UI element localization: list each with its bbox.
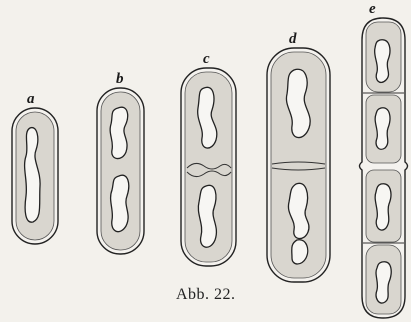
cell-a <box>12 108 58 244</box>
cell-e <box>360 18 408 318</box>
figure-caption: Abb. 22. <box>176 286 236 304</box>
panel-label-a: a <box>27 91 35 107</box>
cell-c <box>181 68 236 266</box>
panel-label-e: e <box>369 1 376 17</box>
panel-label-c: c <box>203 51 210 67</box>
panel-label-b: b <box>116 71 124 87</box>
cell-b <box>97 88 144 254</box>
cell-d <box>267 48 330 282</box>
panel-label-d: d <box>289 31 297 47</box>
